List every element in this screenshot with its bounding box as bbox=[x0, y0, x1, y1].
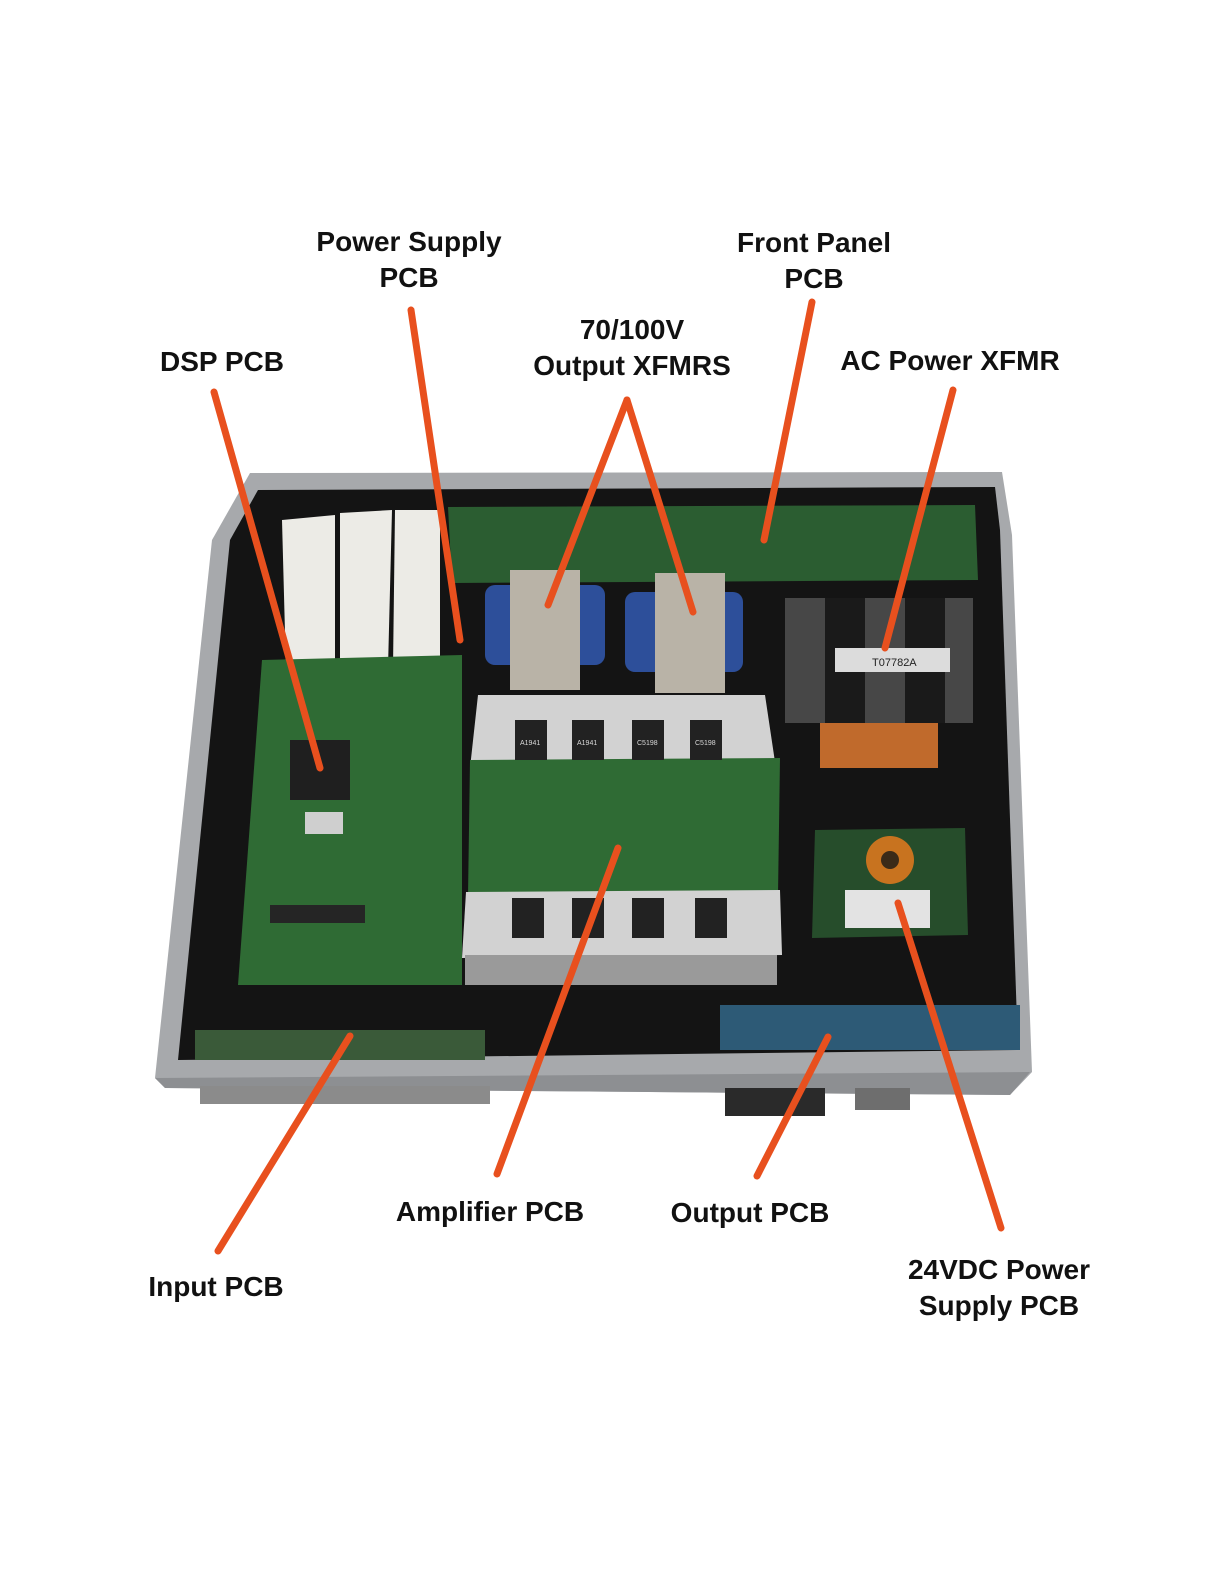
leader-output-xfmr-right bbox=[627, 400, 693, 612]
label-line: Supply PCB bbox=[908, 1288, 1090, 1324]
label-line: PCB bbox=[316, 260, 501, 296]
label-front-panel-pcb: Front Panel PCB bbox=[737, 225, 891, 297]
label-amplifier-pcb: Amplifier PCB bbox=[396, 1194, 584, 1230]
label-output-pcb: Output PCB bbox=[671, 1195, 830, 1231]
leader-power-supply-pcb bbox=[411, 310, 460, 640]
leader-amplifier-pcb bbox=[497, 848, 618, 1174]
label-ac-power-xfmr: AC Power XFMR bbox=[840, 343, 1059, 379]
leader-dsp-pcb bbox=[214, 392, 320, 768]
leader-output-xfmr-left bbox=[548, 400, 627, 605]
label-line: PCB bbox=[737, 261, 891, 297]
label-line: 70/100V bbox=[533, 312, 731, 348]
label-line: Output XFMRS bbox=[533, 348, 731, 384]
leader-front-panel-pcb bbox=[764, 302, 812, 540]
leader-input-pcb bbox=[218, 1036, 350, 1251]
label-line: AC Power XFMR bbox=[840, 343, 1059, 379]
label-line: DSP PCB bbox=[160, 344, 284, 380]
label-line: Power Supply bbox=[316, 224, 501, 260]
label-line: Input PCB bbox=[148, 1269, 283, 1305]
label-24vdc-power-supply-pcb: 24VDC Power Supply PCB bbox=[908, 1252, 1090, 1324]
label-dsp-pcb: DSP PCB bbox=[160, 344, 284, 380]
label-line: Front Panel bbox=[737, 225, 891, 261]
leader-output-pcb bbox=[757, 1037, 828, 1176]
label-line: Output PCB bbox=[671, 1195, 830, 1231]
leader-ac-power-xfmr bbox=[885, 390, 953, 648]
label-power-supply-pcb: Power Supply PCB bbox=[316, 224, 501, 296]
label-output-xfmrs: 70/100V Output XFMRS bbox=[533, 312, 731, 384]
label-line: Amplifier PCB bbox=[396, 1194, 584, 1230]
label-input-pcb: Input PCB bbox=[148, 1269, 283, 1305]
leader-24vdc-power-supply-pcb bbox=[898, 903, 1001, 1228]
label-line: 24VDC Power bbox=[908, 1252, 1090, 1288]
